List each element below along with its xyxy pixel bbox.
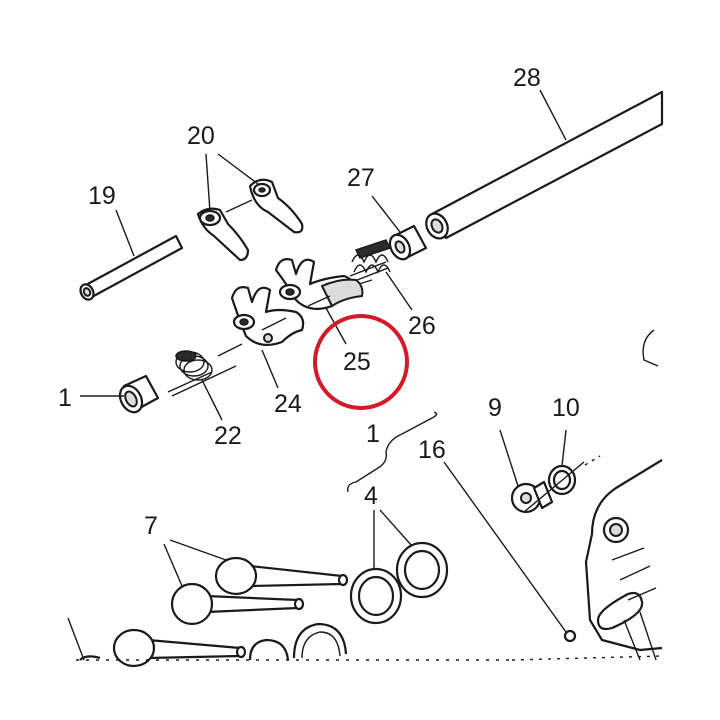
part-20-pin-line — [225, 199, 253, 213]
part-26-spring[interactable] — [345, 239, 392, 289]
label-26: 26 — [408, 312, 436, 340]
part-9-axis — [523, 461, 585, 513]
leader-lines — [67, 89, 567, 661]
label-1-bushing: 1 — [58, 384, 72, 412]
cylinder-head-housing — [511, 329, 663, 661]
label-4: 4 — [364, 482, 378, 510]
part-16-screw[interactable] — [563, 629, 577, 643]
part-20-rocker-arm-upper[interactable] — [248, 178, 304, 234]
part-4-valve-ring-lower[interactable] — [349, 567, 403, 625]
part-20-rocker-arm-lower[interactable] — [196, 207, 250, 262]
label-7: 7 — [144, 512, 158, 540]
label-27: 27 — [347, 164, 375, 192]
part-1-bushing[interactable] — [116, 374, 160, 416]
part-4-valve-ring-partial — [76, 622, 512, 661]
label-10: 10 — [552, 394, 580, 422]
label-25: 25 — [343, 348, 371, 376]
part-24-rocker-arm[interactable] — [230, 286, 305, 347]
label-19: 19 — [88, 182, 116, 210]
part-28-rocker-shaft[interactable] — [422, 90, 664, 242]
label-9: 9 — [488, 394, 502, 422]
part-7-valve-upper[interactable] — [214, 556, 349, 596]
part-7-valve-lower[interactable] — [112, 628, 247, 668]
part-27-bushing[interactable] — [386, 224, 428, 263]
part-7-valve-mid[interactable] — [170, 582, 305, 626]
label-20: 20 — [187, 122, 215, 150]
label-28: 28 — [513, 64, 541, 92]
part-25-rocker-arm[interactable] — [274, 258, 364, 311]
assembly-axis-line — [217, 295, 331, 357]
label-1-group: 1 — [366, 420, 380, 448]
part-19-pin[interactable] — [78, 234, 184, 302]
part-4-valve-ring-upper[interactable] — [395, 541, 449, 599]
label-24: 24 — [274, 390, 302, 418]
highlight-circle-part-25 — [313, 314, 409, 410]
part-22-spring[interactable] — [167, 350, 237, 397]
part-9-plug-screw[interactable] — [510, 480, 554, 514]
label-22: 22 — [214, 422, 242, 450]
label-16: 16 — [418, 436, 446, 464]
